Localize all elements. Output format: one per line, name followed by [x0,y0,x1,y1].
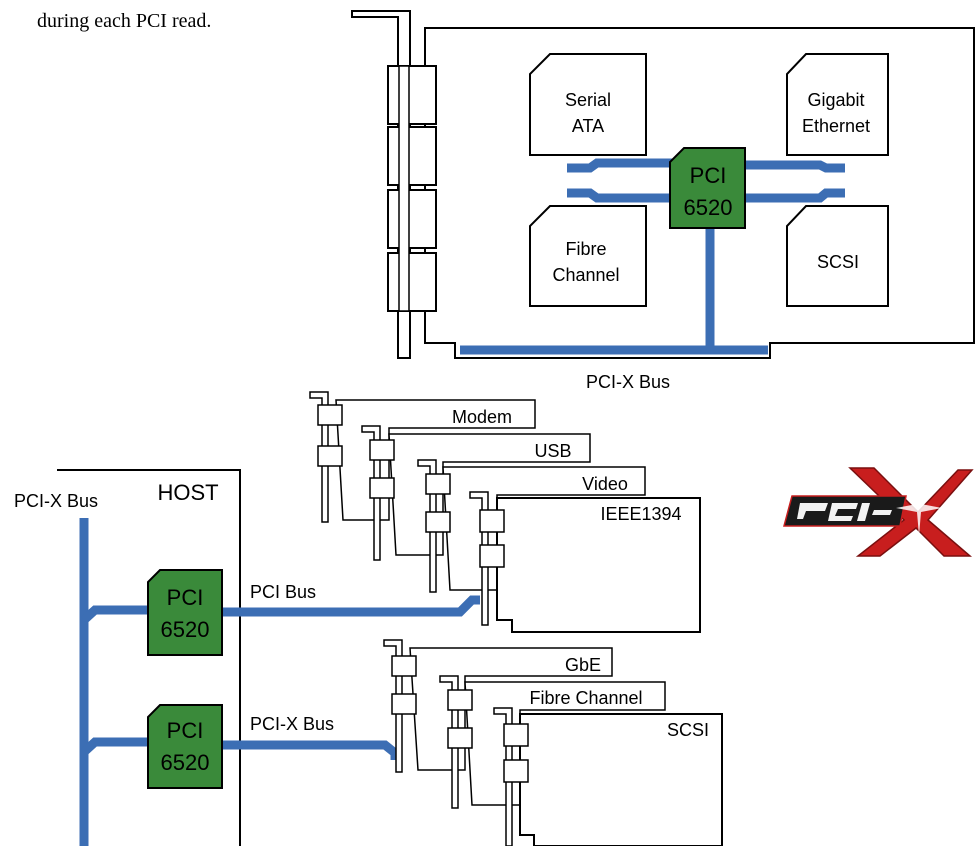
device-scsi: SCSI [786,205,889,307]
svg-text:Fibre Channel: Fibre Channel [529,688,642,708]
host: HOST PCI-X Bus PCI 6520 PCI 6520 PCI Bus… [14,469,480,846]
svg-text:Channel: Channel [552,265,619,285]
host-bridge-chip-1: PCI 6520 [147,569,223,656]
device-gigabit-ethernet: Gigabit Ethernet [786,53,889,156]
svg-text:Serial: Serial [565,90,611,110]
svg-text:IEEE1394: IEEE1394 [600,504,681,524]
card-bracket [351,10,437,359]
card-scsi: SCSI [493,707,723,846]
pcix-card-stack: GbE Fibre Channel SCSI [383,639,723,846]
svg-text:Video: Video [582,474,628,494]
pci-card-stack: Modem USB Video IEEE1394 [309,391,701,633]
top-bridge-chip: PCI 6520 [669,147,746,229]
svg-text:Modem: Modem [452,407,512,427]
top-card: Serial ATA Gigabit Ethernet Fibre Channe… [351,10,975,392]
card-ieee1394: IEEE1394 [469,491,701,633]
top-buses [460,158,845,355]
svg-text:PCI: PCI [690,163,727,188]
svg-text:PCI: PCI [167,718,204,743]
svg-text:6520: 6520 [161,617,210,642]
pci-bus-label: PCI Bus [250,582,316,602]
top-bus-label: PCI-X Bus [586,372,670,392]
host-bus-label: PCI-X Bus [14,491,98,511]
pcix-bus-label: PCI-X Bus [250,714,334,734]
intro-text: during each PCI read. [37,10,211,32]
device-fibre-channel: Fibre Channel [529,205,647,307]
svg-text:Fibre: Fibre [565,239,606,259]
pci-x-logo [783,467,974,557]
svg-text:SCSI: SCSI [667,720,709,740]
svg-text:Gigabit: Gigabit [807,90,864,110]
svg-text:GbE: GbE [565,655,601,675]
host-bridge-chip-2: PCI 6520 [147,704,223,789]
svg-text:Ethernet: Ethernet [802,116,870,136]
svg-text:6520: 6520 [684,195,733,220]
device-serial-ata: Serial ATA [529,53,647,156]
svg-text:SCSI: SCSI [817,252,859,272]
svg-text:PCI: PCI [167,585,204,610]
svg-text:USB: USB [534,441,571,461]
host-title: HOST [157,480,218,505]
svg-text:6520: 6520 [161,750,210,775]
svg-text:ATA: ATA [572,116,604,136]
